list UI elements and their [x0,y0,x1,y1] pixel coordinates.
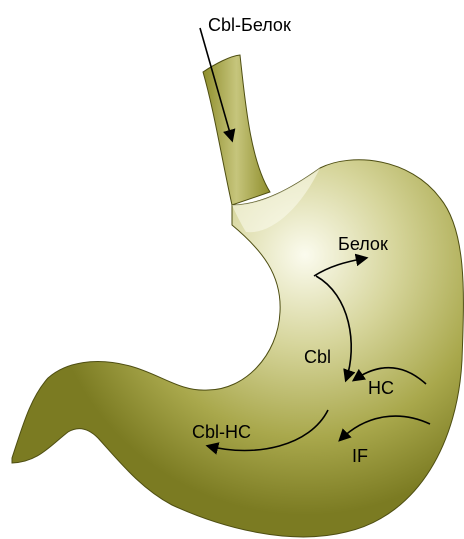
label-protein: Белок [338,234,388,254]
label-cbl-hc: Cbl-HC [192,422,251,442]
esophagus [203,55,270,205]
label-cbl: Cbl [304,347,331,367]
label-if: IF [352,446,368,466]
label-cbl-protein-in: Cbl-Белок [208,15,291,35]
label-hc: HC [368,378,394,398]
